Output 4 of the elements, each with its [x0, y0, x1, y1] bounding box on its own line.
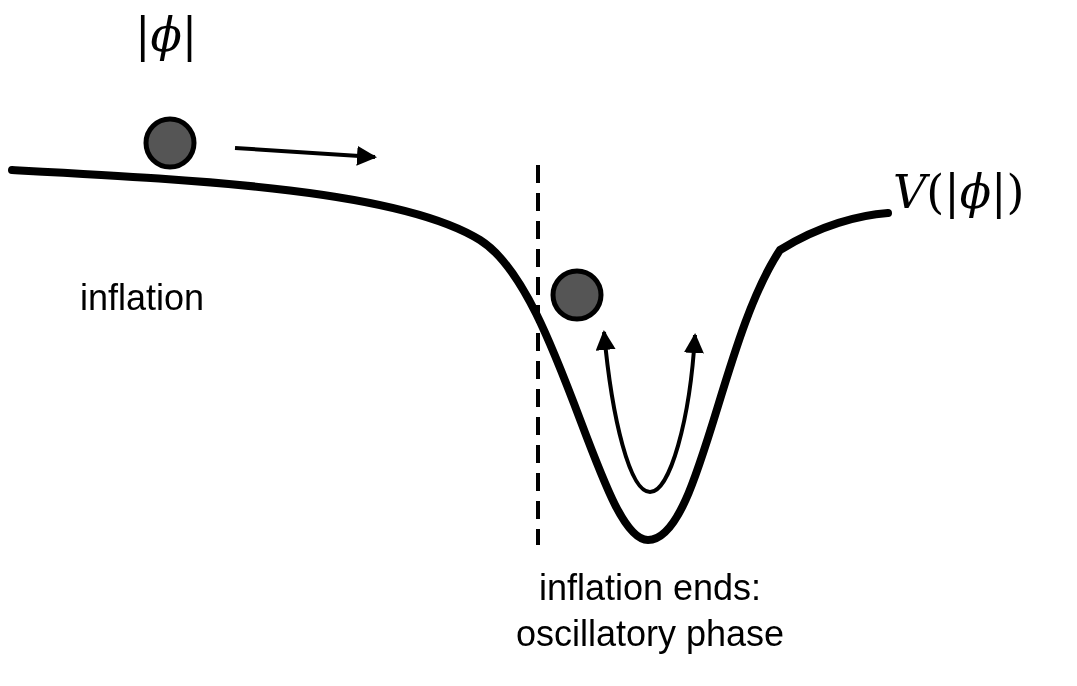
caption-text: inflation	[80, 276, 205, 320]
math-label: |ϕ|	[135, 8, 198, 62]
caption-text: inflation ends: oscillatory phase	[515, 566, 785, 656]
math-label: V(|ϕ|)	[893, 165, 1025, 219]
